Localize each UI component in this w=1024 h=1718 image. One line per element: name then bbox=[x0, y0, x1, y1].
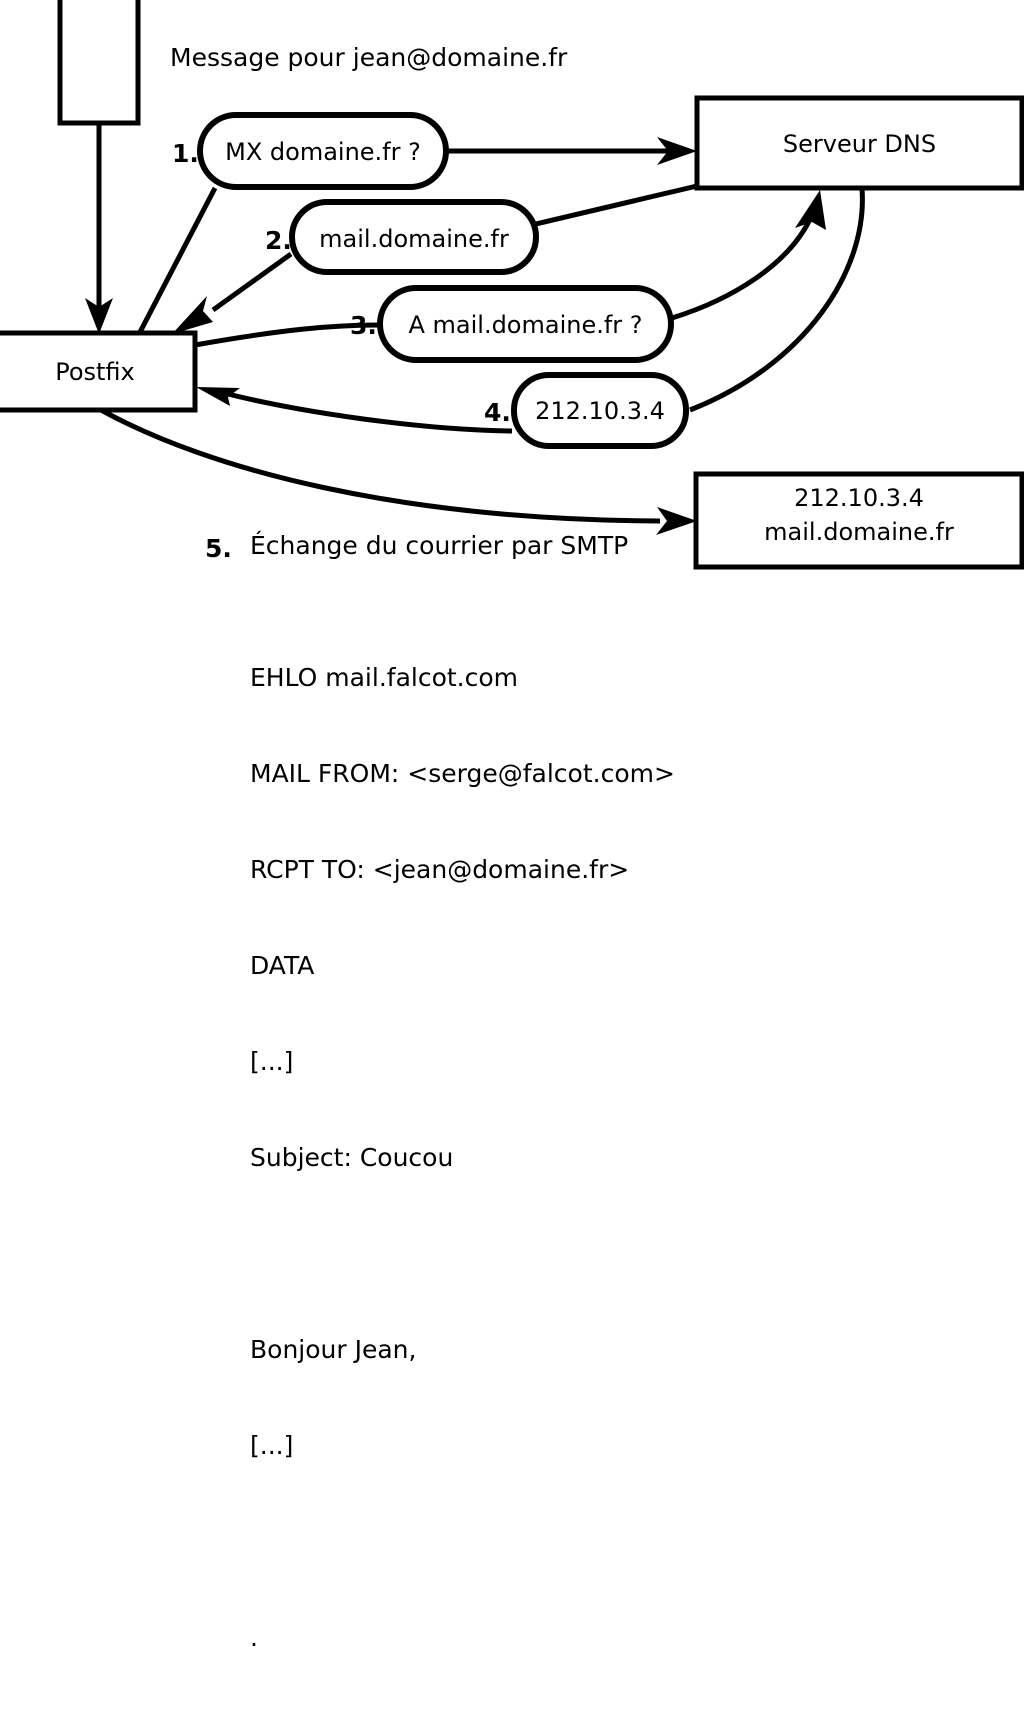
arrowhead-step1-to-dns bbox=[657, 137, 697, 165]
connector-dns-to-step2 bbox=[505, 183, 698, 234]
connector-step4-to-postfix bbox=[227, 391, 513, 434]
pill-step-4 bbox=[511, 372, 689, 449]
arrowhead-postfix-to-mailserver bbox=[656, 507, 697, 535]
node-mailserver-line2: mail.domaine.fr bbox=[764, 518, 954, 546]
transcript-line: . bbox=[250, 1623, 258, 1652]
arrowhead-step2-to-postfix bbox=[172, 296, 213, 334]
connector-step2-to-postfix bbox=[211, 251, 293, 313]
step-number-1: 1. bbox=[172, 139, 199, 168]
node-mailserver-line1: 212.10.3.4 bbox=[794, 484, 924, 512]
pill-step-1 bbox=[197, 112, 449, 190]
transcript-line: DATA bbox=[250, 951, 315, 980]
node-postfix-box bbox=[0, 330, 198, 413]
step-number-4: 4. bbox=[484, 398, 511, 427]
diagram-canvas bbox=[0, 0, 1024, 570]
pill-step-3 bbox=[377, 285, 674, 363]
connector-postfix-to-step1 bbox=[136, 186, 218, 336]
node-mailserver-box bbox=[693, 471, 1024, 570]
step-number-3: 3. bbox=[350, 311, 377, 340]
transcript-line: [...] bbox=[250, 1431, 294, 1460]
step-label-2: mail.domaine.fr bbox=[319, 225, 509, 253]
step-number-5: 5. bbox=[205, 534, 232, 563]
node-dns-box bbox=[694, 95, 1024, 191]
transcript-line: RCPT TO: <jean@domaine.fr> bbox=[250, 855, 630, 884]
connector-postfix-to-mailserver bbox=[99, 407, 661, 524]
step-label-3: A mail.domaine.fr ? bbox=[408, 311, 643, 339]
step-label-5: Échange du courrier par SMTP bbox=[250, 531, 629, 560]
transcript-line: [...] bbox=[250, 1047, 294, 1076]
pill-step-2 bbox=[289, 199, 539, 275]
node-postfix-label: Postfix bbox=[55, 358, 135, 386]
mail-routing-diagram: Message pour jean@domaine.fr Postfix Ser… bbox=[0, 0, 1024, 1652]
arrowhead-mua-to-postfix bbox=[85, 298, 113, 334]
transcript-line bbox=[250, 1526, 675, 1558]
smtp-transcript: EHLO mail.falcot.com MAIL FROM: <serge@f… bbox=[250, 598, 675, 1718]
connector-postfix-to-step3 bbox=[194, 322, 380, 348]
connector-dns-to-step4 bbox=[689, 188, 865, 413]
transcript-line: Subject: Coucou bbox=[250, 1143, 454, 1172]
step-number-2: 2. bbox=[265, 226, 292, 255]
arrowhead-step3-to-dns bbox=[795, 190, 826, 230]
node-mua-box bbox=[57, 0, 141, 126]
arrowhead-step4-to-postfix bbox=[196, 387, 240, 406]
page-title: Message pour jean@domaine.fr bbox=[170, 43, 568, 72]
transcript-line: Bonjour Jean, bbox=[250, 1335, 417, 1364]
transcript-line: MAIL FROM: <serge@falcot.com> bbox=[250, 759, 675, 788]
transcript-line: EHLO mail.falcot.com bbox=[250, 663, 519, 692]
connector-step3-to-dns bbox=[671, 213, 815, 321]
step-label-1: MX domaine.fr ? bbox=[225, 138, 421, 166]
node-dns-label: Serveur DNS bbox=[782, 130, 937, 158]
transcript-line bbox=[250, 1238, 675, 1270]
step-label-4: 212.10.3.4 bbox=[535, 397, 665, 425]
